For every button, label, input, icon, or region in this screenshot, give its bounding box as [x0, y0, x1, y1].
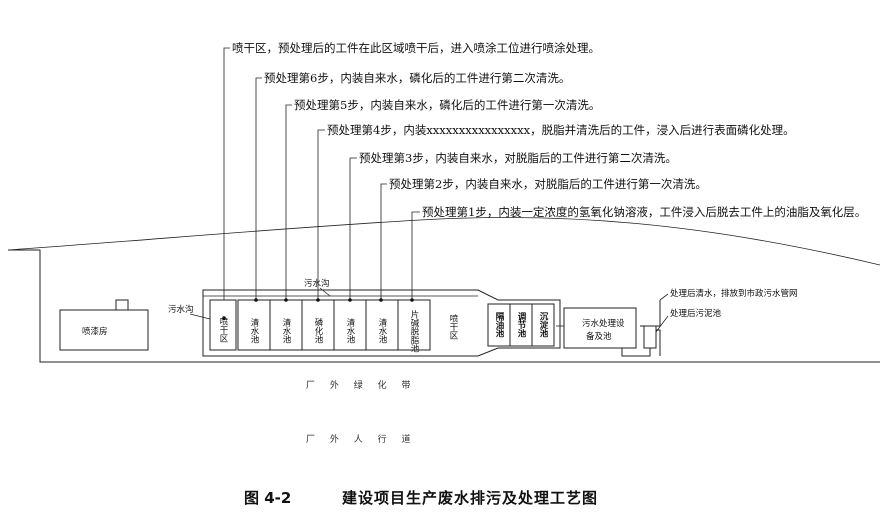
tank-label-phosphating: 磷化池 — [313, 317, 323, 343]
green-belt-label: 厂 外 绿 化 带 — [306, 379, 416, 391]
outflow-note-2: 处理后污泥池 — [670, 308, 722, 319]
annotation-step-6: 预处理第6步，内装自来水，磷化后的工件进行第二次清洗。 — [264, 71, 570, 85]
ground-curve — [7, 217, 880, 266]
tank-label-adjustment: 调节池 — [516, 311, 526, 338]
annotation-step-5: 预处理第5步，内装自来水，磷化后的工件进行第一次清洗。 — [294, 98, 600, 112]
annotation-step-3: 预处理第3步，内装自来水，对脱脂后的工件进行第二次清洗。 — [359, 151, 677, 165]
treatment-equipment-label-2: 备及池 — [586, 331, 612, 342]
sidewalk-label: 厂 外 人 行 道 — [306, 433, 416, 445]
tank-label-sedimentation: 沉淀池 — [538, 311, 548, 338]
outflow-note-2-leader — [655, 315, 669, 333]
tank-row — [209, 299, 431, 351]
annotation-drying-zone: 喷干区，预处理后的工件在此区域喷干后，进入喷涂工位进行喷涂处理。 — [232, 41, 600, 55]
treatment-building — [202, 289, 561, 357]
tank-label-rinse-2: 清水池 — [377, 317, 387, 343]
leader-dots — [222, 298, 414, 320]
outflow-note-1-leader — [659, 293, 669, 301]
tank-label-rinse-6: 清水池 — [249, 317, 259, 343]
outflow-note-1: 处理后清水，排放到市政污水管网 — [670, 288, 798, 299]
drying-zone-label: 喷干区 — [448, 313, 458, 339]
small-tanks: 隔油池 调节池 沉淀池 — [487, 303, 555, 347]
paint-room-label: 喷漆房 — [82, 326, 108, 337]
tank-drying — [209, 299, 237, 351]
annotation-step-4: 预处理第4步，内装xxxxxxxxxxxxxxxx，脱脂并清洗后的工件，浸入后进… — [327, 123, 795, 137]
sludge-tank — [643, 325, 657, 349]
tank-label-rinse-3: 清水池 — [345, 317, 355, 343]
paint-room — [59, 309, 149, 351]
tank-labels: 喷干区 清水池 清水池 磷化池 清水池 清水池 片碱脱脂池 — [218, 309, 419, 352]
tank-label-drying: 喷干区 — [218, 316, 228, 342]
tank-label-degreasing: 片碱脱脂池 — [409, 309, 419, 352]
tank-rinse-5 — [269, 299, 303, 351]
leader-lines — [223, 47, 420, 318]
sewage-ditch-top-label: 污水沟 — [304, 278, 330, 289]
tank-degreasing — [397, 299, 431, 351]
sewage-ditch-top-leader — [319, 287, 331, 297]
paint-room-vent — [115, 299, 129, 311]
sewage-ditch-label: 污水沟 — [168, 304, 194, 315]
tank-phosphating — [301, 299, 335, 351]
treatment-equipment — [563, 307, 637, 349]
tank-label-oil-separator: 隔油池 — [494, 311, 504, 338]
treatment-equipment-label-1: 污水处理设 — [582, 318, 625, 329]
tank-sedimentation — [531, 303, 555, 347]
annotation-step-1: 预处理第1步，内装一定浓度的氢氧化钠溶液，工件浸入后脱去工件上的油脂及氧化层。 — [422, 205, 866, 219]
ground-outline — [8, 249, 880, 363]
annotation-step-2: 预处理第2步，内装自来水，对脱脂后的工件进行第一次清洗。 — [389, 177, 707, 191]
caption-number: 图 4-2 — [244, 489, 291, 507]
caption-title: 建设项目生产废水排污及处理工艺图 — [342, 489, 598, 507]
tank-label-rinse-5: 清水池 — [281, 317, 291, 343]
